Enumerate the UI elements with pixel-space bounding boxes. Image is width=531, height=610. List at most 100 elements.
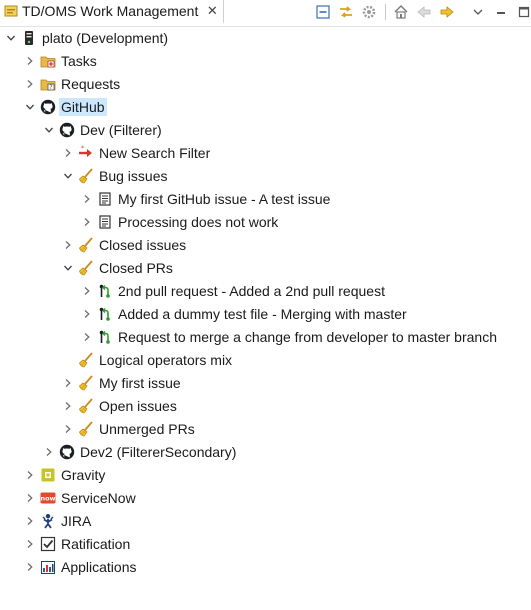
chevron-right-icon[interactable] — [80, 192, 94, 206]
filter-broom-icon — [78, 167, 94, 184]
tree-item[interactable]: JIRA — [0, 509, 531, 532]
svg-text:?: ? — [49, 84, 52, 91]
tree-item-label: Closed issues — [99, 236, 187, 253]
requests-folder-icon: ? — [40, 76, 56, 92]
view-header: TD/OMS Work Management ✕ — [0, 0, 531, 27]
forward-arrow-icon[interactable] — [437, 2, 457, 22]
tree-item[interactable]: ? Requests — [0, 72, 531, 95]
svg-text:*: * — [81, 145, 84, 152]
tree-item-label: Bug issues — [99, 167, 168, 184]
chevron-right-icon[interactable] — [42, 445, 56, 459]
close-icon[interactable]: ✕ — [206, 3, 218, 18]
tree-item[interactable]: *New Search Filter — [0, 141, 531, 164]
tree-item[interactable]: Gravity — [0, 463, 531, 486]
tree-item[interactable]: My first issue — [0, 371, 531, 394]
tree-item[interactable]: Closed PRs — [0, 256, 531, 279]
chevron-right-icon[interactable] — [80, 284, 94, 298]
tree-item[interactable]: 2nd pull request - Added a 2nd pull requ… — [0, 279, 531, 302]
chevron-right-icon[interactable] — [61, 146, 75, 160]
tree-item-label: My first issue — [99, 374, 181, 391]
issue-icon — [97, 214, 113, 230]
servicenow-icon: now — [40, 490, 56, 506]
chevron-right-icon[interactable] — [80, 215, 94, 229]
tree-item-label: Request to merge a change from developer… — [118, 328, 497, 345]
view-title: TD/OMS Work Management — [22, 3, 199, 19]
maximize-icon[interactable] — [514, 2, 531, 22]
filter-broom-icon — [78, 397, 94, 414]
tree-item-label: Requests — [61, 75, 121, 92]
chevron-right-icon[interactable] — [61, 376, 75, 390]
applications-icon — [40, 559, 56, 575]
tree-item[interactable]: Open issues — [0, 394, 531, 417]
chevron-right-icon[interactable] — [23, 468, 37, 482]
chevron-right-icon[interactable] — [23, 560, 37, 574]
chevron-right-icon[interactable] — [61, 399, 75, 413]
tree-item[interactable]: Unmerged PRs — [0, 417, 531, 440]
tree-item-label: Processing does not work — [118, 213, 279, 230]
chevron-right-icon[interactable] — [80, 307, 94, 321]
tree-item[interactable]: Closed issues — [0, 233, 531, 256]
tree-item-label: 2nd pull request - Added a 2nd pull requ… — [118, 282, 385, 299]
pull-request-icon — [97, 306, 113, 322]
tree-item-label: ServiceNow — [61, 489, 136, 506]
github-icon — [59, 444, 75, 460]
filter-broom-icon — [78, 420, 94, 437]
chevron-right-icon[interactable] — [23, 491, 37, 505]
tree-item[interactable]: plato (Development) — [0, 26, 531, 49]
filter-broom-icon — [78, 374, 94, 391]
chevron-down-icon[interactable] — [61, 261, 75, 275]
tree-item[interactable]: My first GitHub issue - A test issue — [0, 187, 531, 210]
new-filter-icon: * — [78, 145, 94, 161]
collapse-all-icon[interactable] — [313, 2, 333, 22]
tree-item[interactable]: Bug issues — [0, 164, 531, 187]
chevron-right-icon[interactable] — [23, 537, 37, 551]
tree-item[interactable]: Processing does not work — [0, 210, 531, 233]
minimize-icon[interactable] — [491, 2, 511, 22]
filter-broom-icon — [78, 259, 94, 276]
home-icon[interactable] — [391, 2, 411, 22]
link-with-editor-icon[interactable] — [336, 2, 356, 22]
tree-item[interactable]: Request to merge a change from developer… — [0, 325, 531, 348]
toolbar-separator — [385, 4, 386, 20]
tree-item-label: Dev2 (FiltererSecondary) — [80, 443, 237, 460]
tree-item[interactable]: now ServiceNow — [0, 486, 531, 509]
tree-item[interactable]: Applications — [0, 555, 531, 578]
ratification-icon — [40, 536, 56, 552]
tree-item[interactable]: Ratification — [0, 532, 531, 555]
tree-item[interactable]: Logical operators mix — [0, 348, 531, 371]
tree-item-label: JIRA — [61, 512, 92, 529]
tree-item[interactable]: Tasks — [0, 49, 531, 72]
jira-icon — [40, 513, 56, 529]
chevron-down-icon[interactable] — [23, 100, 37, 114]
chevron-right-icon[interactable] — [23, 514, 37, 528]
pull-request-icon — [97, 329, 113, 345]
no-expander — [61, 353, 75, 367]
server-icon — [21, 30, 37, 46]
chevron-right-icon[interactable] — [23, 54, 37, 68]
chevron-down-icon[interactable] — [61, 169, 75, 183]
view-tab[interactable]: TD/OMS Work Management ✕ — [0, 0, 225, 24]
view-menu-icon[interactable] — [468, 2, 488, 22]
settings-gear-icon[interactable] — [359, 2, 379, 22]
issue-icon — [97, 191, 113, 207]
chevron-right-icon[interactable] — [23, 77, 37, 91]
chevron-right-icon[interactable] — [80, 330, 94, 344]
tree-item-label: Ratification — [61, 535, 131, 552]
tree-item[interactable]: Dev2 (FiltererSecondary) — [0, 440, 531, 463]
tree-item-label: My first GitHub issue - A test issue — [118, 190, 331, 207]
tree-item[interactable]: GitHub — [0, 95, 531, 118]
tree-item[interactable]: Dev (Filterer) — [0, 118, 531, 141]
back-arrow-icon[interactable] — [414, 2, 434, 22]
filter-broom-icon — [78, 236, 94, 253]
filter-broom-icon — [78, 351, 94, 368]
chevron-down-icon[interactable] — [4, 31, 18, 45]
gravity-icon — [40, 467, 56, 483]
chevron-right-icon[interactable] — [61, 238, 75, 252]
chevron-right-icon[interactable] — [61, 422, 75, 436]
view-tab-icon — [4, 4, 18, 18]
tree-item-label: plato (Development) — [42, 29, 169, 46]
tree-item-label: Logical operators mix — [99, 351, 233, 368]
chevron-down-icon[interactable] — [42, 123, 56, 137]
tree-item[interactable]: Added a dummy test file - Merging with m… — [0, 302, 531, 325]
